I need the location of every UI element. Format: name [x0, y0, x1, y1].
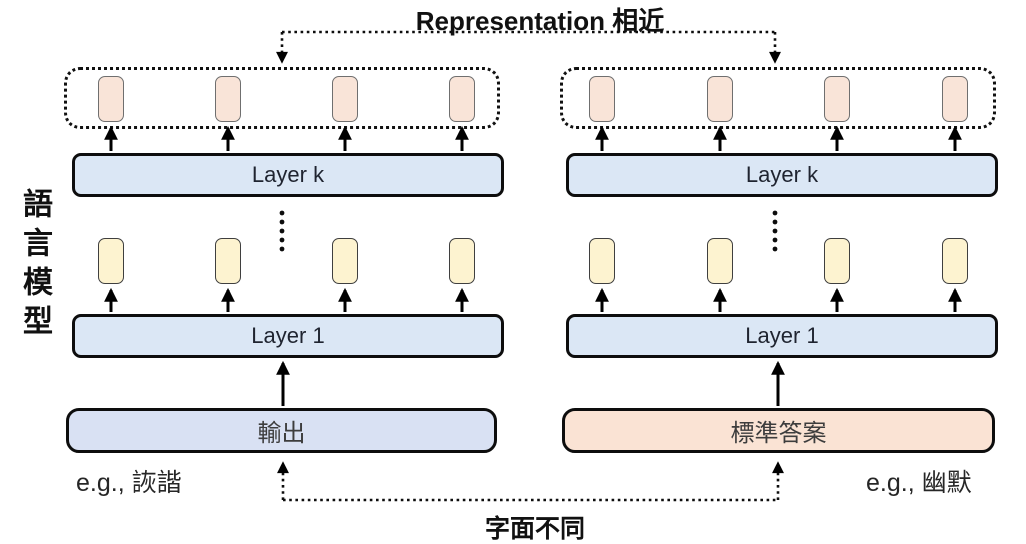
layer-1-box-right: Layer 1	[566, 314, 998, 358]
example-text-right: e.g., 幽默	[866, 469, 972, 497]
layer-1-box-left: Layer 1	[72, 314, 504, 358]
layer-k-label-left: Layer k	[251, 162, 325, 187]
hidden-state-token	[449, 238, 475, 284]
layer-1-label-right: Layer 1	[745, 323, 819, 348]
hidden-state-token	[589, 238, 615, 284]
representation-token	[332, 76, 358, 122]
hidden-state-token	[98, 238, 124, 284]
hidden-state-token	[707, 238, 733, 284]
representation-token	[942, 76, 968, 122]
ground-truth-box: 標準答案	[562, 408, 995, 453]
layer-k-box-right: Layer k	[566, 153, 998, 197]
example-text-left: e.g., 詼諧	[76, 469, 182, 497]
hidden-state-token	[942, 238, 968, 284]
layer-k-box-left: Layer k	[72, 153, 504, 197]
output-box: 輸出	[66, 408, 497, 453]
representation-region-left	[64, 67, 500, 129]
representation-region-right	[560, 67, 996, 129]
representation-token	[589, 76, 615, 122]
representation-token	[824, 76, 850, 122]
hidden-state-token	[824, 238, 850, 284]
representation-token	[98, 76, 124, 122]
representation-token	[707, 76, 733, 122]
language-model-side-label: 語言模型	[18, 188, 51, 344]
representation-token	[449, 76, 475, 122]
ellipsis-left	[279, 210, 285, 252]
output-box-label: 輸出	[257, 420, 306, 447]
layer-k-label-right: Layer k	[745, 162, 819, 187]
ground-truth-box-label: 標準答案	[730, 420, 827, 447]
representation-token	[215, 76, 241, 122]
layer-1-label-left: Layer 1	[251, 323, 325, 348]
top-caption-representation-similar: Representation 相近	[415, 6, 665, 36]
hidden-state-token	[215, 238, 241, 284]
ellipsis-right	[772, 210, 778, 252]
hidden-state-token	[332, 238, 358, 284]
bottom-caption-surface-different: 字面不同	[484, 515, 585, 543]
